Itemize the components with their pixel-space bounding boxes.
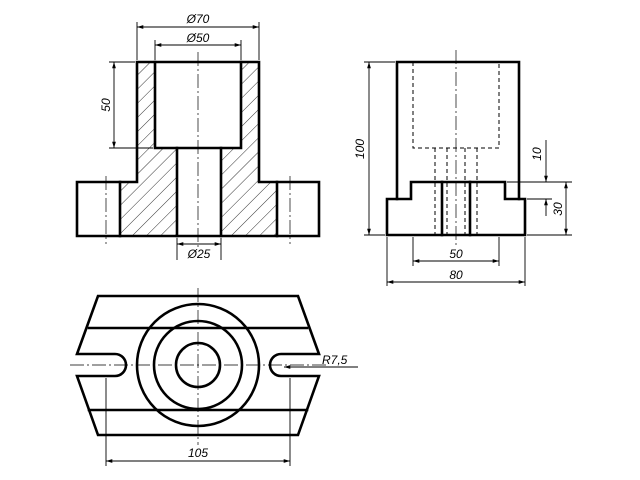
dim-w50-label: 50 — [449, 247, 463, 261]
top-outline — [75, 294, 321, 437]
front-view: Ø70 Ø50 50 Ø25 — [75, 12, 321, 261]
dim-h30-label: 30 — [551, 202, 565, 216]
dim-d70-label: Ø70 — [186, 12, 210, 26]
dim-h100-label: 100 — [353, 139, 367, 159]
dim-d25-label: Ø25 — [187, 247, 211, 261]
dim-r7-5-label: R7,5 — [322, 353, 348, 367]
top-view: R7,5 105 — [70, 288, 358, 466]
section-hatch-left — [120, 62, 177, 236]
dim-w105-label: 105 — [188, 446, 208, 460]
dim-h50-label: 50 — [99, 98, 113, 112]
side-step-upper — [395, 180, 521, 201]
section-hatch-right — [221, 62, 277, 236]
side-outline — [385, 60, 527, 237]
front-outline — [75, 60, 321, 238]
dim-d50-label: Ø50 — [186, 31, 210, 45]
side-view: 100 10 30 50 80 — [353, 50, 572, 286]
dim-h10-label: 10 — [530, 147, 544, 161]
dim-w80-label: 80 — [449, 268, 463, 282]
